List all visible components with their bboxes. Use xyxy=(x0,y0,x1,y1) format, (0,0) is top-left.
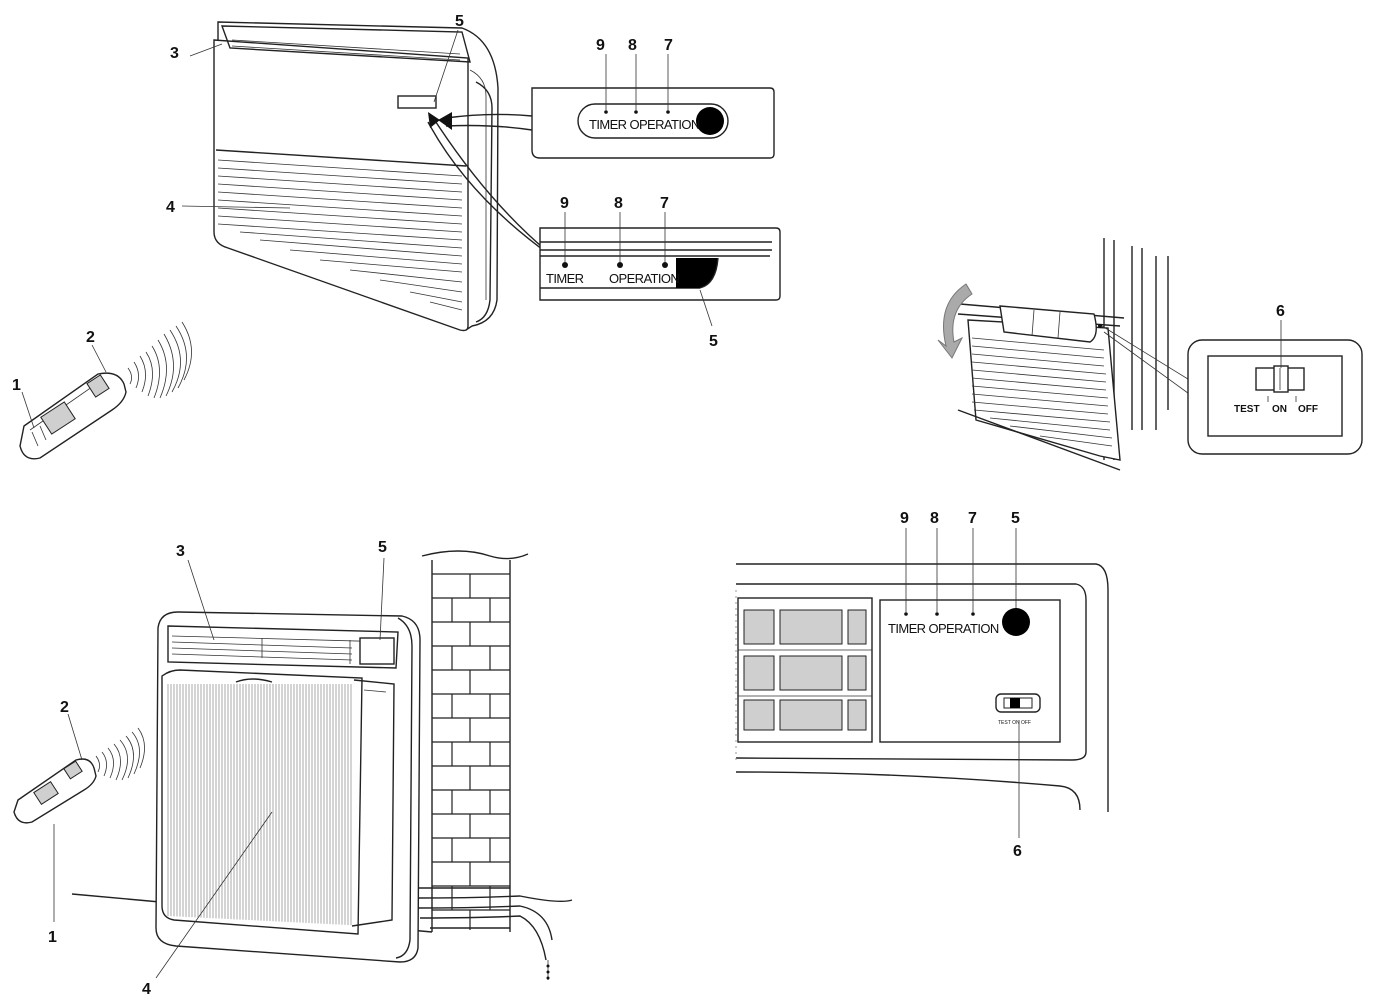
callout-5c: 5 xyxy=(378,539,387,556)
leader-line-2 xyxy=(91,344,107,373)
signal-receiver-icon xyxy=(359,637,395,665)
bricks xyxy=(432,573,510,930)
floor-unit-illustration xyxy=(71,557,433,979)
callout-3: 3 xyxy=(170,45,179,62)
callout-8c: 8 xyxy=(930,510,939,527)
callout-4: 4 xyxy=(166,199,175,216)
callout-1b: 1 xyxy=(48,929,57,946)
leader-lines-bottom-right xyxy=(564,54,1017,612)
indicator-panel-callout-2: TIMER OPERATION xyxy=(539,227,781,327)
signal-receiver-icon xyxy=(397,95,437,109)
receiver-lens-icon xyxy=(676,258,718,288)
leader-line-1 xyxy=(21,391,35,429)
leader-line-2b xyxy=(67,713,83,761)
infrared-signal-icon xyxy=(95,727,145,781)
callout-7b: 7 xyxy=(660,195,669,212)
callout-2b: 2 xyxy=(60,699,69,716)
open-cover-arrow-icon xyxy=(937,283,973,359)
remote-control-icon xyxy=(19,372,127,460)
front-grille xyxy=(971,337,1113,447)
callout-9: 9 xyxy=(596,37,605,54)
callout-6: 6 xyxy=(1276,303,1285,320)
indicator-panel-callout-1: TIMER OPERATION xyxy=(531,87,775,159)
callout-6b: 6 xyxy=(1013,843,1022,860)
switch-label-on: ON xyxy=(1272,404,1287,415)
switch-label-off: OFF xyxy=(1298,404,1318,415)
lower-grille xyxy=(217,159,463,311)
panel-label-timer-operation-2: TIMER OPERATION xyxy=(888,621,999,636)
top-grille xyxy=(171,635,395,664)
callout-8: 8 xyxy=(628,37,637,54)
callout-5: 5 xyxy=(455,13,464,30)
callout-4b: 4 xyxy=(142,981,151,998)
panel-label-operation: OPERATION xyxy=(609,271,679,286)
cover-open-illustration xyxy=(937,238,1197,471)
callout-1: 1 xyxy=(12,377,21,394)
brick-wall-illustration xyxy=(417,550,573,980)
switch-label-test: TEST xyxy=(1234,404,1260,415)
receiver-lens-icon xyxy=(1002,608,1030,636)
front-grille-lines xyxy=(167,684,352,926)
callout-3b: 3 xyxy=(176,543,185,560)
receiver-lens-icon xyxy=(696,107,724,135)
panel-label-timer-operation: TIMER OPERATION xyxy=(589,117,700,132)
test-switch-slider xyxy=(1273,365,1289,393)
callout-8b: 8 xyxy=(614,195,623,212)
callout-5b: 5 xyxy=(709,333,718,350)
front-panel-closeup: TIMER OPERATION TEST ON OFF xyxy=(735,563,1109,838)
infrared-signal-icon xyxy=(127,321,192,399)
callout-numbers: 3 5 4 9 8 7 9 8 7 5 2 1 6 3 5 2 1 4 9 8 … xyxy=(12,13,1285,998)
callout-2: 2 xyxy=(86,329,95,346)
callout-9c: 9 xyxy=(900,510,909,527)
switch-small-label: TEST ON OFF xyxy=(998,720,1031,726)
callout-arrows-top xyxy=(427,112,561,263)
indoor-unit-top-illustration xyxy=(181,21,499,332)
panel-label-timer: TIMER xyxy=(546,271,584,286)
remote-control-icon xyxy=(13,758,97,824)
callout-7c: 7 xyxy=(968,510,977,527)
callout-5d: 5 xyxy=(1011,510,1020,527)
callout-7: 7 xyxy=(664,37,673,54)
test-switch-callout: TEST ON OFF xyxy=(1187,320,1363,455)
callout-9b: 9 xyxy=(560,195,569,212)
